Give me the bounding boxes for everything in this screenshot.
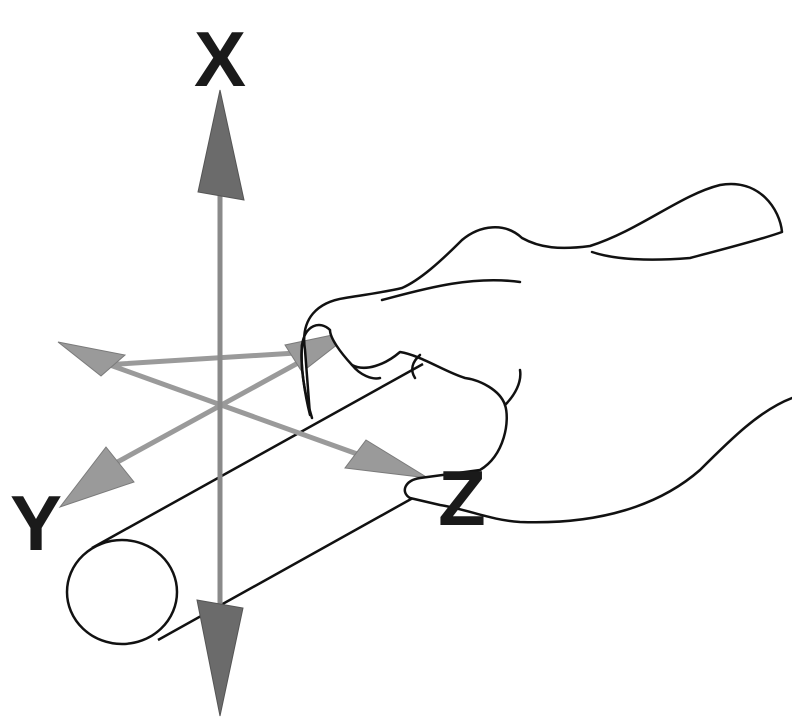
y-axis-shaft: [103, 352, 312, 365]
rod-icon: [67, 364, 438, 644]
z-axis-label: Z: [438, 454, 486, 542]
rod-end-cap: [67, 540, 177, 644]
x-axis-arrowhead-top: [198, 90, 244, 200]
x-axis-arrowhead-bottom: [197, 600, 243, 716]
y-axis-diagonal-shaft: [112, 352, 318, 465]
z-axis-arrowhead-back: [58, 342, 125, 376]
x-axis-arrow: [197, 90, 244, 716]
x-axis-label: X: [194, 15, 246, 103]
y-axis-arrow: [103, 352, 312, 365]
y-axis-arrowhead-front: [60, 447, 134, 507]
z-axis-shaft: [96, 360, 360, 455]
y-axis-label: Y: [10, 479, 62, 567]
z-axis-arrowhead-front: [345, 440, 428, 478]
